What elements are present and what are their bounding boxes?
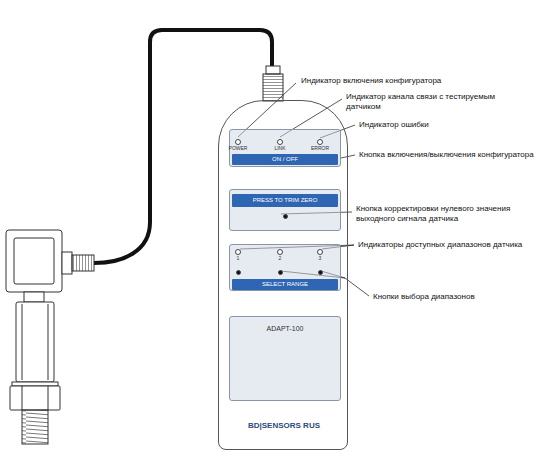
cable-gland <box>263 66 283 101</box>
indicator-panel: POWERLINKERRORON / OFF <box>229 129 341 167</box>
callout-label: Индикатор ошибки <box>358 120 430 130</box>
range-number: 3 <box>314 256 326 262</box>
brand-logo: BD|SENSORS RUS <box>224 421 344 430</box>
configurator-body: BD|SENSORS RUS POWER LINK ERROR ON / OFF PRES… <box>218 100 348 450</box>
led-label: POWER <box>224 146 252 152</box>
range-number: 2 <box>274 256 286 262</box>
callout-label: Индикаторы доступных диапазонов датчика <box>357 240 523 250</box>
range-panel: 1 2 3SELECT RANGE <box>229 244 341 291</box>
led <box>277 139 283 145</box>
callout-label: Кнопка корректировки нулевого значения в… <box>355 204 537 223</box>
led <box>317 249 323 255</box>
button-band: SELECT RANGE <box>232 279 338 290</box>
led <box>235 249 241 255</box>
led-label: ERROR <box>306 146 334 152</box>
led <box>277 249 283 255</box>
pressure-sensor <box>6 230 94 444</box>
button-dot <box>283 214 288 219</box>
model-name: ADAPT-100 <box>232 325 338 333</box>
callout-label: Кнопка включения/выключения конфигуратор… <box>358 150 535 160</box>
range-number: 1 <box>232 256 244 262</box>
led <box>235 139 241 145</box>
model-panel: ADAPT-100 <box>229 316 341 401</box>
callout-label: Кнопки выбора диапазонов <box>372 292 476 302</box>
callout-label: Индикатор включения конфигуратора <box>300 76 442 86</box>
button-band: ON / OFF <box>232 154 338 165</box>
button-band: PRESS TO TRIM ZERO <box>232 194 338 207</box>
callout-label: Индикатор канала связи с тестируемым дат… <box>345 92 527 111</box>
button-dot <box>318 270 323 275</box>
button-dot <box>236 270 241 275</box>
trim-panel: PRESS TO TRIM ZERO <box>229 189 341 231</box>
led-label: LINK <box>266 146 294 152</box>
led <box>317 139 323 145</box>
button-dot <box>278 270 283 275</box>
